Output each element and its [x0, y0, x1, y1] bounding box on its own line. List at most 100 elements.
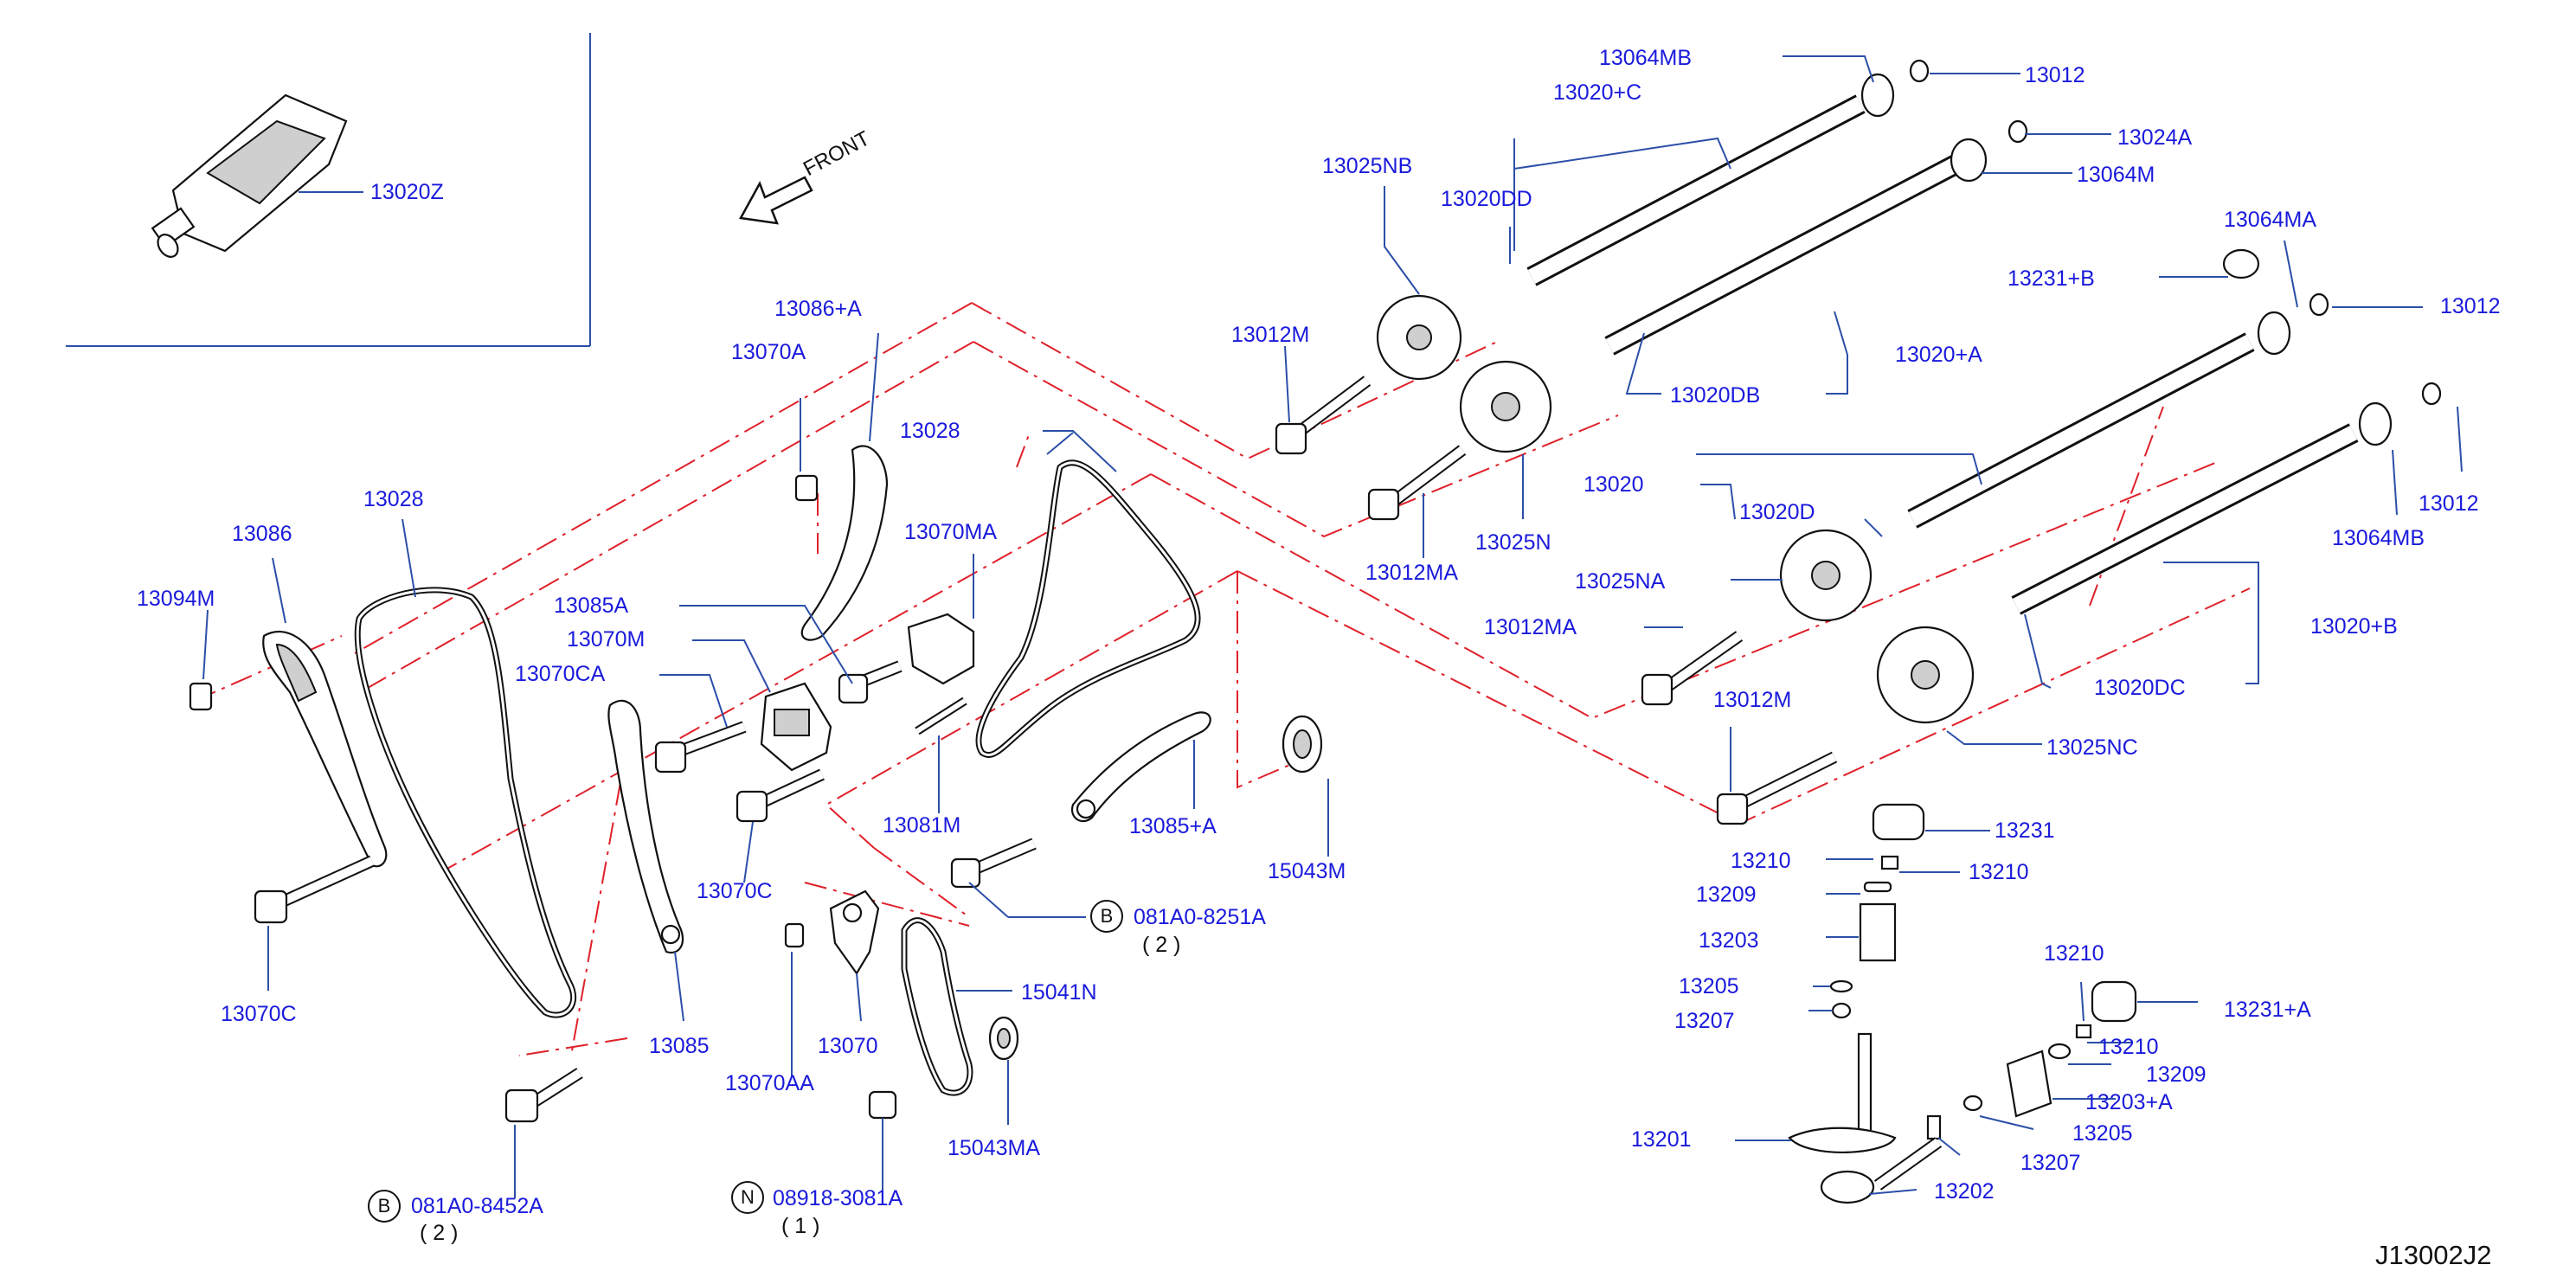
label-13064MB-right[interactable]: 13064MB	[2332, 526, 2425, 550]
label-13020D[interactable]: 13020D	[1739, 500, 1815, 524]
label-13020DD[interactable]: 13020DD	[1441, 187, 1532, 211]
front-arrow-icon	[739, 176, 813, 225]
label-13025NA[interactable]: 13025NA	[1575, 569, 1666, 594]
label-13012-top[interactable]: 13012	[2025, 63, 2085, 87]
camshaft-13020C	[1526, 94, 1866, 286]
label-13012M-b[interactable]: 13012M	[1713, 688, 1792, 712]
label-13070[interactable]: 13070	[818, 1034, 878, 1058]
label-13086[interactable]: 13086	[232, 522, 292, 546]
label-13012M-top[interactable]: 13012M	[1231, 323, 1310, 347]
label-15041N[interactable]: 15041N	[1021, 980, 1097, 1005]
label-13094M[interactable]: 13094M	[137, 587, 215, 611]
label-13209-b[interactable]: 13209	[2146, 1063, 2207, 1087]
label-13024A[interactable]: 13024A	[2117, 125, 2193, 150]
label-13020DB[interactable]: 13020DB	[1670, 383, 1761, 408]
camshaft-13020A	[1604, 155, 1961, 356]
label-13070C-lower[interactable]: 13070C	[221, 1002, 297, 1026]
tensioner-arm-13085	[607, 699, 684, 954]
label-13028-center[interactable]: 13028	[900, 419, 960, 443]
cam-sprocket-13025NA	[1779, 529, 1873, 622]
label-13025NC[interactable]: 13025NC	[2046, 735, 2138, 760]
bolts	[189, 376, 1838, 1123]
label-08918-3081A[interactable]: 08918-3081A	[773, 1186, 903, 1210]
timing-chain-13028-center	[975, 459, 1201, 759]
tensioner-arm-13085A	[1070, 711, 1211, 823]
label-13231A[interactable]: 13231+A	[2224, 998, 2311, 1022]
label-13231[interactable]: 13231	[1995, 819, 2055, 843]
label-081A0-8251A[interactable]: 081A0-8251A	[1134, 905, 1266, 929]
label-13070M[interactable]: 13070M	[567, 627, 646, 652]
cam-sprocket-13025NB	[1376, 294, 1462, 381]
label-13085A[interactable]: 13085A	[554, 594, 629, 618]
label-13085[interactable]: 13085	[649, 1034, 710, 1058]
label-15043MA[interactable]: 15043MA	[948, 1136, 1041, 1160]
sealant-tube-13020Z	[151, 93, 363, 258]
label-13025NB[interactable]: 13025NB	[1322, 154, 1413, 178]
label-13020DC[interactable]: 13020DC	[2094, 676, 2186, 700]
chain-tensioner-13070M	[760, 682, 832, 772]
label-13210-c[interactable]: 13210	[2044, 941, 2104, 966]
diagram-reference-id: J13002J2	[2375, 1240, 2492, 1270]
label-13012-mid[interactable]: 13012	[2440, 294, 2501, 318]
circle-B-lower: B	[368, 1190, 401, 1223]
label-13070C[interactable]: 13070C	[697, 879, 773, 903]
label-13020B[interactable]: 13020+B	[2310, 614, 2398, 639]
timing-chain-13028-left	[354, 587, 577, 1018]
sprocket-15043M	[1282, 715, 1323, 774]
cam-end-parts	[1860, 59, 2442, 446]
oil-pump-chain-15041N	[901, 917, 973, 1096]
label-13205-a[interactable]: 13205	[1679, 974, 1739, 998]
qty-08918-3081A: ( 1 )	[781, 1214, 820, 1238]
label-13020Z[interactable]: 13020Z	[370, 180, 444, 204]
label-13210-a[interactable]: 13210	[1731, 849, 1791, 873]
chain-tensioner-13070MA	[907, 613, 975, 685]
circle-N: N	[731, 1181, 764, 1214]
label-13203A[interactable]: 13203+A	[2085, 1090, 2173, 1114]
sprocket-15043MA	[988, 1016, 1019, 1061]
label-13020A[interactable]: 13020+A	[1895, 343, 1982, 367]
label-13020[interactable]: 13020	[1584, 472, 1644, 497]
qty-081A0-8452A: ( 2 )	[420, 1221, 459, 1245]
qty-081A0-8251A: ( 2 )	[1142, 933, 1181, 957]
circle-B-upper: B	[1090, 900, 1123, 933]
label-13202[interactable]: 13202	[1934, 1179, 1995, 1204]
label-13020C[interactable]: 13020+C	[1553, 80, 1642, 105]
label-13085pA[interactable]: 13085+A	[1129, 814, 1217, 838]
label-13064MA[interactable]: 13064MA	[2224, 208, 2317, 232]
label-13070CA[interactable]: 13070CA	[515, 662, 606, 686]
label-13070AA[interactable]: 13070AA	[725, 1071, 814, 1095]
label-13086A[interactable]: 13086+A	[774, 297, 862, 321]
label-13064M[interactable]: 13064M	[2077, 163, 2155, 187]
label-13207-b[interactable]: 13207	[2020, 1151, 2081, 1175]
cam-sprocket-13025N	[1459, 360, 1552, 453]
label-13210-b[interactable]: 13210	[1969, 860, 2029, 884]
chain-tensioner-13070	[829, 889, 880, 976]
label-13070A[interactable]: 13070A	[731, 340, 806, 364]
front-label: FRONT	[800, 126, 874, 182]
camshaft-13020	[1907, 332, 2255, 529]
label-13028-left[interactable]: 13028	[363, 487, 424, 511]
camshaft-13020B	[2011, 423, 2359, 615]
label-15043M[interactable]: 15043M	[1268, 859, 1346, 883]
label-13210-d[interactable]: 13210	[2098, 1035, 2159, 1059]
label-13025N[interactable]: 13025N	[1475, 530, 1551, 555]
label-13205-b[interactable]: 13205	[2072, 1121, 2133, 1146]
label-13070MA[interactable]: 13070MA	[904, 520, 998, 544]
label-13012-right[interactable]: 13012	[2419, 491, 2479, 516]
label-13012MA-b[interactable]: 13012MA	[1484, 615, 1577, 639]
label-13201[interactable]: 13201	[1631, 1127, 1692, 1152]
label-13231B[interactable]: 13231+B	[2007, 266, 2095, 291]
cam-sprocket-13025NC	[1876, 626, 1975, 724]
inset-frame	[66, 33, 591, 347]
label-13209-a[interactable]: 13209	[1696, 883, 1757, 907]
chain-guide-13086	[262, 631, 388, 868]
label-13207-a[interactable]: 13207	[1674, 1009, 1735, 1033]
valve-train-2	[1820, 980, 2137, 1204]
label-13012MA-a[interactable]: 13012MA	[1365, 561, 1459, 585]
label-13064MB-top[interactable]: 13064MB	[1599, 46, 1693, 70]
label-081A0-8452A[interactable]: 081A0-8452A	[411, 1194, 543, 1218]
label-13081M[interactable]: 13081M	[883, 813, 961, 838]
assembly-center-lines	[194, 302, 2251, 1056]
label-13203[interactable]: 13203	[1699, 928, 1759, 953]
